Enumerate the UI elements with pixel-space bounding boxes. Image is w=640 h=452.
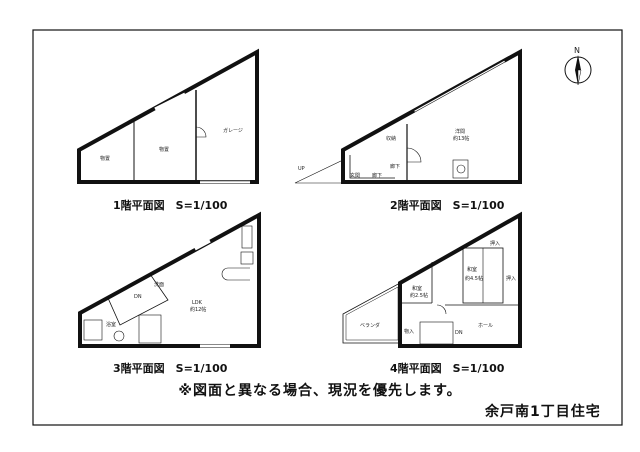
room-label: DN [134, 294, 142, 300]
room-label: 約12帖 [190, 306, 206, 313]
floor-plan-4f [342, 211, 522, 348]
room-label: 玄関 [350, 172, 360, 179]
room-label: 押入 [490, 240, 500, 247]
room-label: UP [298, 166, 305, 172]
floor-2-caption: 2階平面図 S=1/100 [390, 199, 505, 212]
room-label: 収納 [386, 135, 396, 142]
room-label: LDK [192, 300, 203, 306]
room-label: 物置 [159, 146, 169, 153]
room-label: 物入 [404, 328, 414, 335]
room-label: DN [455, 330, 463, 336]
room-label: ホール [478, 323, 493, 329]
room-label: 押入 [506, 275, 516, 282]
room-label: ガレージ [223, 127, 243, 134]
compass-north-label: N [574, 46, 580, 55]
north-compass-icon: N [564, 46, 592, 86]
floor-plan-2f [294, 48, 522, 184]
room-label: 廊下 [372, 172, 382, 179]
room-label: ベランダ [360, 322, 380, 329]
room-label: 約2.5帖 [410, 292, 428, 299]
floor-plan-3f [78, 211, 261, 348]
building-name: 余戸南1丁目住宅 [485, 404, 601, 420]
room-label: 浴室 [106, 321, 116, 328]
room-label: 物置 [100, 155, 110, 162]
floor-4-caption: 4階平面図 S=1/100 [390, 362, 505, 375]
sheet-frame [32, 29, 623, 426]
room-label: 約4.5帖 [465, 275, 483, 282]
floor-plan-1f [77, 48, 259, 184]
room-label: 洗面 [154, 281, 164, 288]
room-label: 約13帖 [453, 135, 469, 142]
room-label: 和室 [467, 266, 477, 273]
room-label: 廊下 [390, 163, 400, 170]
room-label: 洋間 [455, 128, 465, 135]
floor-3-caption: 3階平面図 S=1/100 [113, 362, 228, 375]
room-label: 和室 [412, 285, 422, 292]
notice-text: ※図面と異なる場合、現況を優先します。 [178, 383, 462, 399]
floor-1-caption: 1階平面図 S=1/100 [113, 199, 228, 212]
